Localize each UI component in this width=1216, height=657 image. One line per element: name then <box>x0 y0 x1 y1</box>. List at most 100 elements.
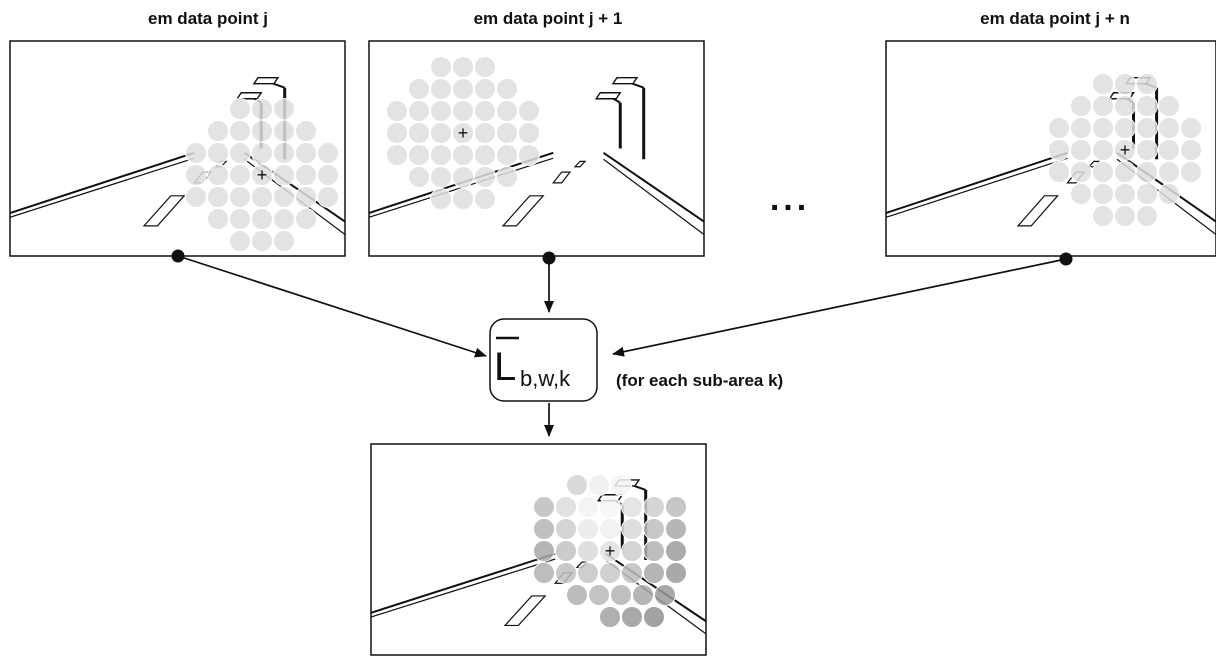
sub-area-circle <box>1114 117 1136 139</box>
sub-area-circle <box>610 474 632 496</box>
lane-marking-3 <box>573 160 587 168</box>
sub-area-circle <box>1114 205 1136 227</box>
sub-area-circle <box>251 120 273 142</box>
road-edge-right <box>604 552 706 623</box>
sub-area-circle <box>1070 95 1092 117</box>
connector-arrows <box>171 249 1073 437</box>
sub-area-circle <box>1092 139 1114 161</box>
sub-area-circle <box>1048 117 1070 139</box>
sub-area-circle <box>518 144 540 166</box>
street-lamp-near-head <box>252 76 280 85</box>
sub-area-circle <box>496 100 518 122</box>
sub-area-circle <box>1136 139 1158 161</box>
road-edge-left <box>371 552 556 614</box>
scene-panel-j-plus-1: + <box>368 40 705 257</box>
sub-area-circle <box>1114 139 1136 161</box>
sub-area-circle <box>430 56 452 78</box>
scene-panel-j: + <box>9 40 346 257</box>
sub-area-circle <box>251 142 273 164</box>
fixation-cross: + <box>257 165 268 185</box>
sub-area-circle <box>273 208 295 230</box>
sub-area-circle <box>229 98 251 120</box>
sub-area-circle <box>207 186 229 208</box>
sub-area-circle <box>1180 161 1202 183</box>
sub-area-circle <box>555 540 577 562</box>
fixation-cross: + <box>1120 140 1131 160</box>
scene-panel-j-plus-n: + <box>885 40 1216 257</box>
sub-area-circle <box>185 142 207 164</box>
sub-area-circle <box>474 56 496 78</box>
sub-area-circle <box>643 496 665 518</box>
sub-area-circle <box>452 188 474 210</box>
sub-area-circle <box>430 100 452 122</box>
sub-area-circle <box>496 166 518 188</box>
sub-area-circle <box>518 122 540 144</box>
sub-area-circle <box>1136 117 1158 139</box>
sub-area-circle <box>317 186 339 208</box>
sub-area-circle <box>496 122 518 144</box>
sub-area-circle <box>496 78 518 100</box>
sub-area-circle <box>452 122 474 144</box>
sub-area-circle <box>621 562 643 584</box>
sub-area-circle <box>474 78 496 100</box>
sub-area-circle <box>452 78 474 100</box>
sub-area-circle <box>1114 95 1136 117</box>
sub-area-circle <box>229 208 251 230</box>
arrow-from-j <box>177 255 487 358</box>
sub-area-circle <box>474 144 496 166</box>
sub-area-circle <box>1136 95 1158 117</box>
sub-area-circle <box>386 122 408 144</box>
sub-area-circle <box>1092 161 1114 183</box>
sub-area-circle <box>1158 183 1180 205</box>
sub-area-circle <box>1180 139 1202 161</box>
sub-area-circle <box>566 584 588 606</box>
sub-area-circle <box>1158 117 1180 139</box>
fixation-cross: + <box>605 541 616 561</box>
panel-title-jn: em data point j + n <box>980 9 1130 28</box>
sub-area-circle <box>1158 139 1180 161</box>
arrow-from-jn <box>612 258 1067 357</box>
sub-area-circle <box>295 208 317 230</box>
sub-area-circle <box>566 474 588 496</box>
sub-area-circle <box>599 496 621 518</box>
lane-marking-1 <box>503 595 547 627</box>
sub-area-circle <box>207 208 229 230</box>
sub-area-circle <box>430 188 452 210</box>
sub-area-circle <box>229 120 251 142</box>
sub-area-circle <box>273 120 295 142</box>
sub-area-circle <box>251 98 273 120</box>
sub-area-circle <box>1158 161 1180 183</box>
sub-area-circle <box>452 166 474 188</box>
street-lamp-far-head <box>235 92 263 100</box>
sub-area-circle <box>1070 139 1092 161</box>
sub-area-circle <box>452 100 474 122</box>
sub-area-circle <box>1136 205 1158 227</box>
sub-area-circle <box>295 164 317 186</box>
sub-area-circle <box>643 562 665 584</box>
sub-area-circle <box>665 540 687 562</box>
sub-area-circle <box>533 496 555 518</box>
sub-area-circle <box>599 540 621 562</box>
sub-area-circle <box>229 230 251 252</box>
sub-area-circle <box>1092 95 1114 117</box>
sub-area-circle <box>430 166 452 188</box>
sub-area-circle <box>273 142 295 164</box>
road-edge-left-inner <box>371 558 556 618</box>
sub-area-circle <box>599 606 621 628</box>
street-lamp-near-head <box>611 76 639 85</box>
sub-area-circle <box>665 496 687 518</box>
sub-area-circle <box>643 606 665 628</box>
sub-area-circle <box>273 230 295 252</box>
sub-area-circle <box>1070 117 1092 139</box>
sub-area-circle <box>1092 205 1114 227</box>
sub-area-circle <box>599 518 621 540</box>
sub-area-circle <box>430 78 452 100</box>
lane-marking-2 <box>552 171 572 184</box>
sub-area-circle <box>251 164 273 186</box>
road-edge-left-inner <box>886 157 1068 218</box>
road-edge-left-inner <box>10 157 195 218</box>
road-edge-right-inner <box>603 158 704 235</box>
sub-area-circle <box>577 540 599 562</box>
sub-area-circle <box>621 496 643 518</box>
